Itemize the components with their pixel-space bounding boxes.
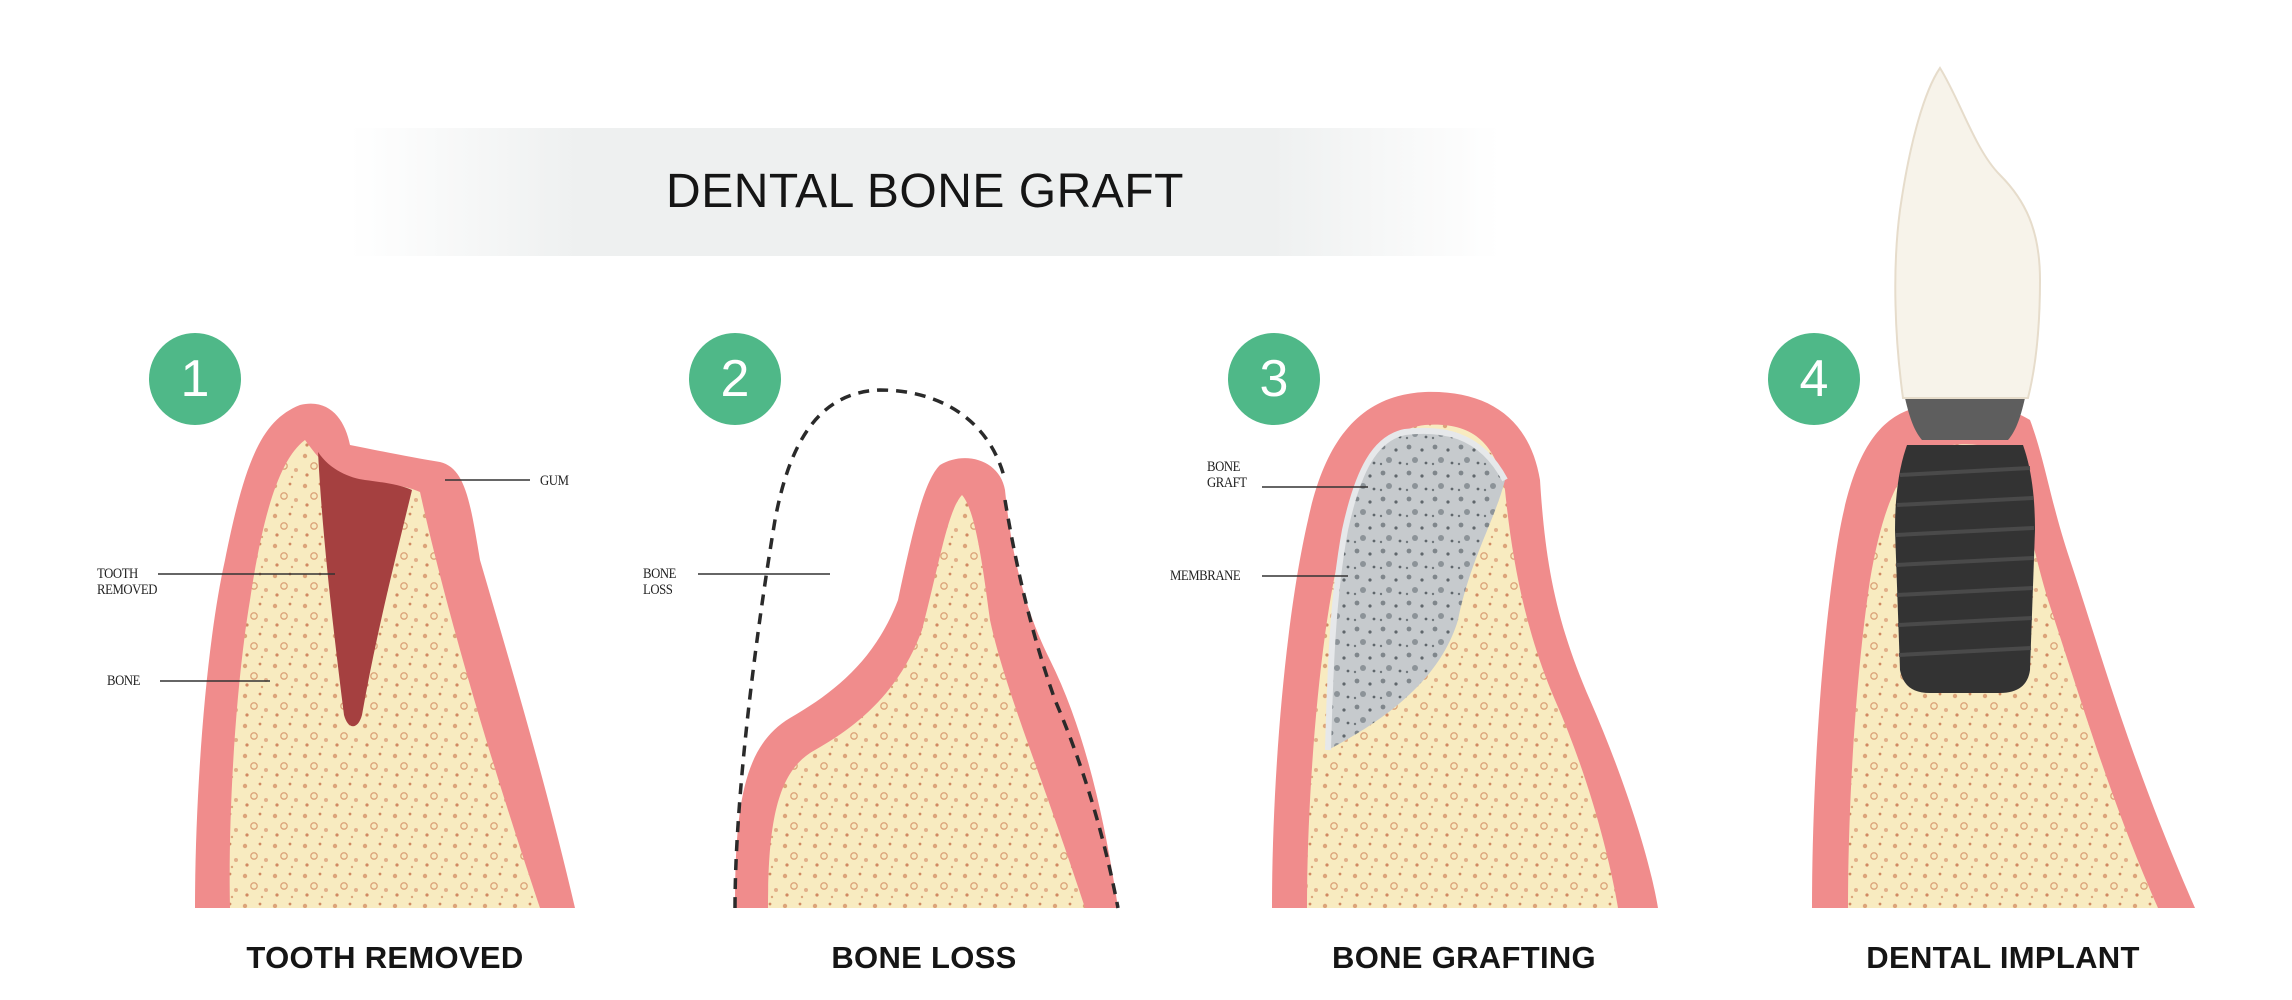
caption-step-1: TOOTH REMOVED — [246, 940, 524, 975]
bone-1 — [229, 440, 540, 908]
panel-2-bone-loss — [733, 388, 1120, 909]
membrane — [1325, 427, 1508, 751]
socket-1 — [318, 452, 412, 727]
step-badge-1: 1 — [149, 333, 241, 425]
label-bone-graft: BONE GRAFT — [1207, 459, 1247, 491]
abutment — [1905, 398, 2025, 440]
title-band — [350, 128, 1500, 256]
step-badge-3: 3 — [1228, 333, 1320, 425]
caption-step-3: BONE GRAFTING — [1332, 940, 1596, 975]
caption-step-4: DENTAL IMPLANT — [1866, 940, 2140, 975]
leader-lines — [158, 479, 1368, 682]
label-tooth-removed: TOOTH REMOVED — [97, 566, 158, 598]
lost-bone-outline — [733, 388, 1120, 909]
label-bone-loss: BONE LOSS — [643, 566, 677, 598]
diagram-title: DENTAL BONE GRAFT — [666, 165, 1184, 218]
crown — [1894, 66, 2042, 399]
label-bone: BONE — [107, 673, 141, 689]
panel-1-tooth-removed — [195, 403, 575, 908]
implant-screw — [1895, 445, 2035, 693]
bone-graft — [1328, 430, 1505, 750]
label-membrane: MEMBRANE — [1170, 568, 1241, 584]
panel-3-bone-grafting — [1272, 391, 1658, 908]
caption-step-2: BONE LOSS — [831, 940, 1017, 975]
step-badge-2: 2 — [689, 333, 781, 425]
panel-4-dental-implant — [1812, 66, 2195, 908]
bone-2 — [768, 495, 1085, 908]
implant-threads — [1895, 466, 2035, 657]
step-badge-4: 4 — [1768, 333, 1860, 425]
label-gum: GUM — [540, 473, 569, 489]
